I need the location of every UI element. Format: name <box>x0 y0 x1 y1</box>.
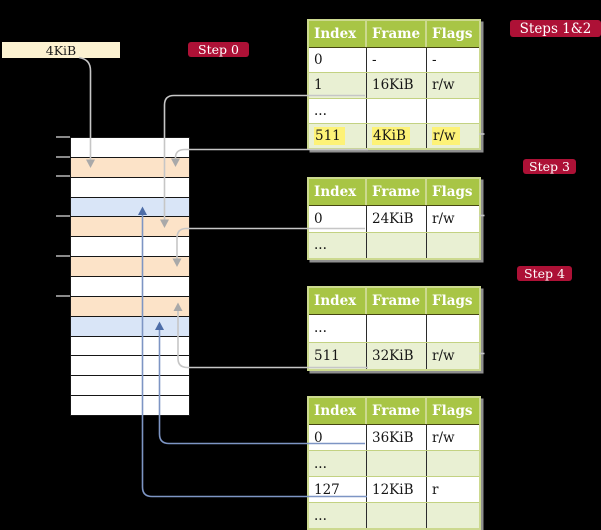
table-cell: 511 <box>309 123 367 148</box>
table-row: ... <box>309 450 479 476</box>
column-header-flags: Flags <box>432 26 473 42</box>
memory-frame-row-orange <box>71 217 189 238</box>
table-cell: r/w <box>427 124 479 148</box>
table-cell: 36KiB <box>367 425 427 450</box>
table-cell: 0 <box>309 48 367 73</box>
step-3-label: Step 3 <box>523 159 576 174</box>
memory-frame-row-white <box>71 356 189 377</box>
table-cell: 511 <box>309 342 367 369</box>
table-cell <box>367 315 427 342</box>
table-cell: 127 <box>309 477 367 502</box>
page-size-text: 4KiB <box>45 42 77 58</box>
memory-tick-mark <box>56 156 70 158</box>
table-row: ... <box>309 231 479 259</box>
memory-frame-row-white <box>71 237 189 258</box>
memory-frame-row-blue <box>71 316 189 337</box>
memory-tick-mark <box>56 215 70 217</box>
column-header-flags: Flags <box>432 403 473 419</box>
memory-frame-row-orange <box>71 257 189 278</box>
table-cell: 0 <box>309 425 367 450</box>
memory-frame-row-orange <box>71 157 189 178</box>
memory-tick-mark <box>56 175 70 177</box>
table-cell: r/w <box>432 210 455 227</box>
step-0-label: Step 0 <box>188 42 249 57</box>
table-cell: ... <box>309 503 367 528</box>
table-cell: ... <box>309 315 367 342</box>
memory-frame-row-white <box>71 277 189 297</box>
column-header-index: Index <box>309 398 367 424</box>
table-cell <box>427 233 479 259</box>
table-cell: 16KiB <box>367 73 427 98</box>
table-row: 511 4KiB r/w <box>309 122 479 148</box>
page-size-label: 4KiB <box>2 42 120 58</box>
table-cell: 32KiB <box>367 342 427 369</box>
table-cell <box>367 98 427 123</box>
table-cell <box>367 451 427 476</box>
table-row: 0-- <box>309 47 479 73</box>
table-cell: - <box>367 48 427 73</box>
memory-frame-row-white <box>71 177 189 198</box>
highlighted-value: 4KiB <box>372 126 410 145</box>
memory-frame-row-white <box>71 336 189 357</box>
table-cell: 0 <box>309 206 367 232</box>
column-header-index: Index <box>309 179 367 205</box>
column-header-index: Index <box>309 288 367 314</box>
highlighted-value: 511 <box>314 126 345 145</box>
column-header-frame: Frame <box>367 179 427 205</box>
column-header-flags: Flags <box>432 184 473 200</box>
column-header-frame: Frame <box>367 398 427 424</box>
column-header-flags: Flags <box>432 293 473 309</box>
table-cell: 1 <box>309 73 367 98</box>
memory-frame-row-blue <box>71 197 189 218</box>
highlighted-value: r/w <box>432 126 460 145</box>
memory-tick-mark <box>56 255 70 257</box>
table-cell <box>427 315 479 342</box>
table-cell <box>367 503 427 528</box>
table-row: ... <box>309 97 479 123</box>
table-cell <box>427 503 479 528</box>
table-row: ... <box>309 502 479 528</box>
table-cell: r/w <box>432 347 455 364</box>
steps-1-2-label: Steps 1&2 <box>510 20 601 37</box>
column-header-frame: Frame <box>367 21 427 47</box>
table-cell: ... <box>309 98 367 123</box>
table-cell <box>427 99 479 123</box>
memory-tick-mark <box>56 295 70 297</box>
table-cell: r/w <box>432 77 455 94</box>
step-4-label: Step 4 <box>517 266 572 281</box>
table-cell: 12KiB <box>367 477 427 502</box>
memory-frame-row-white <box>71 376 189 397</box>
memory-frame-row-white <box>71 138 189 158</box>
table-cell: r <box>432 481 439 498</box>
table-cell: ... <box>309 451 367 476</box>
column-header-index: Index <box>309 21 367 47</box>
table-cell <box>367 232 427 258</box>
table-cell: 4KiB <box>367 123 427 148</box>
column-header-frame: Frame <box>367 288 427 314</box>
pt1-index511-to-frame-4kib-arrow <box>174 148 368 159</box>
memory-frame-row-white <box>71 396 189 416</box>
table-cell: r/w <box>432 429 455 446</box>
memory-frame-row-orange <box>71 296 189 317</box>
table-cell: ... <box>309 232 367 258</box>
memory-tick-mark <box>56 136 70 138</box>
table-cell: - <box>432 52 437 69</box>
table-cell: 24KiB <box>367 206 427 232</box>
table-row: ... <box>309 314 479 342</box>
physical-memory-column <box>70 137 190 416</box>
table-cell <box>427 451 479 476</box>
